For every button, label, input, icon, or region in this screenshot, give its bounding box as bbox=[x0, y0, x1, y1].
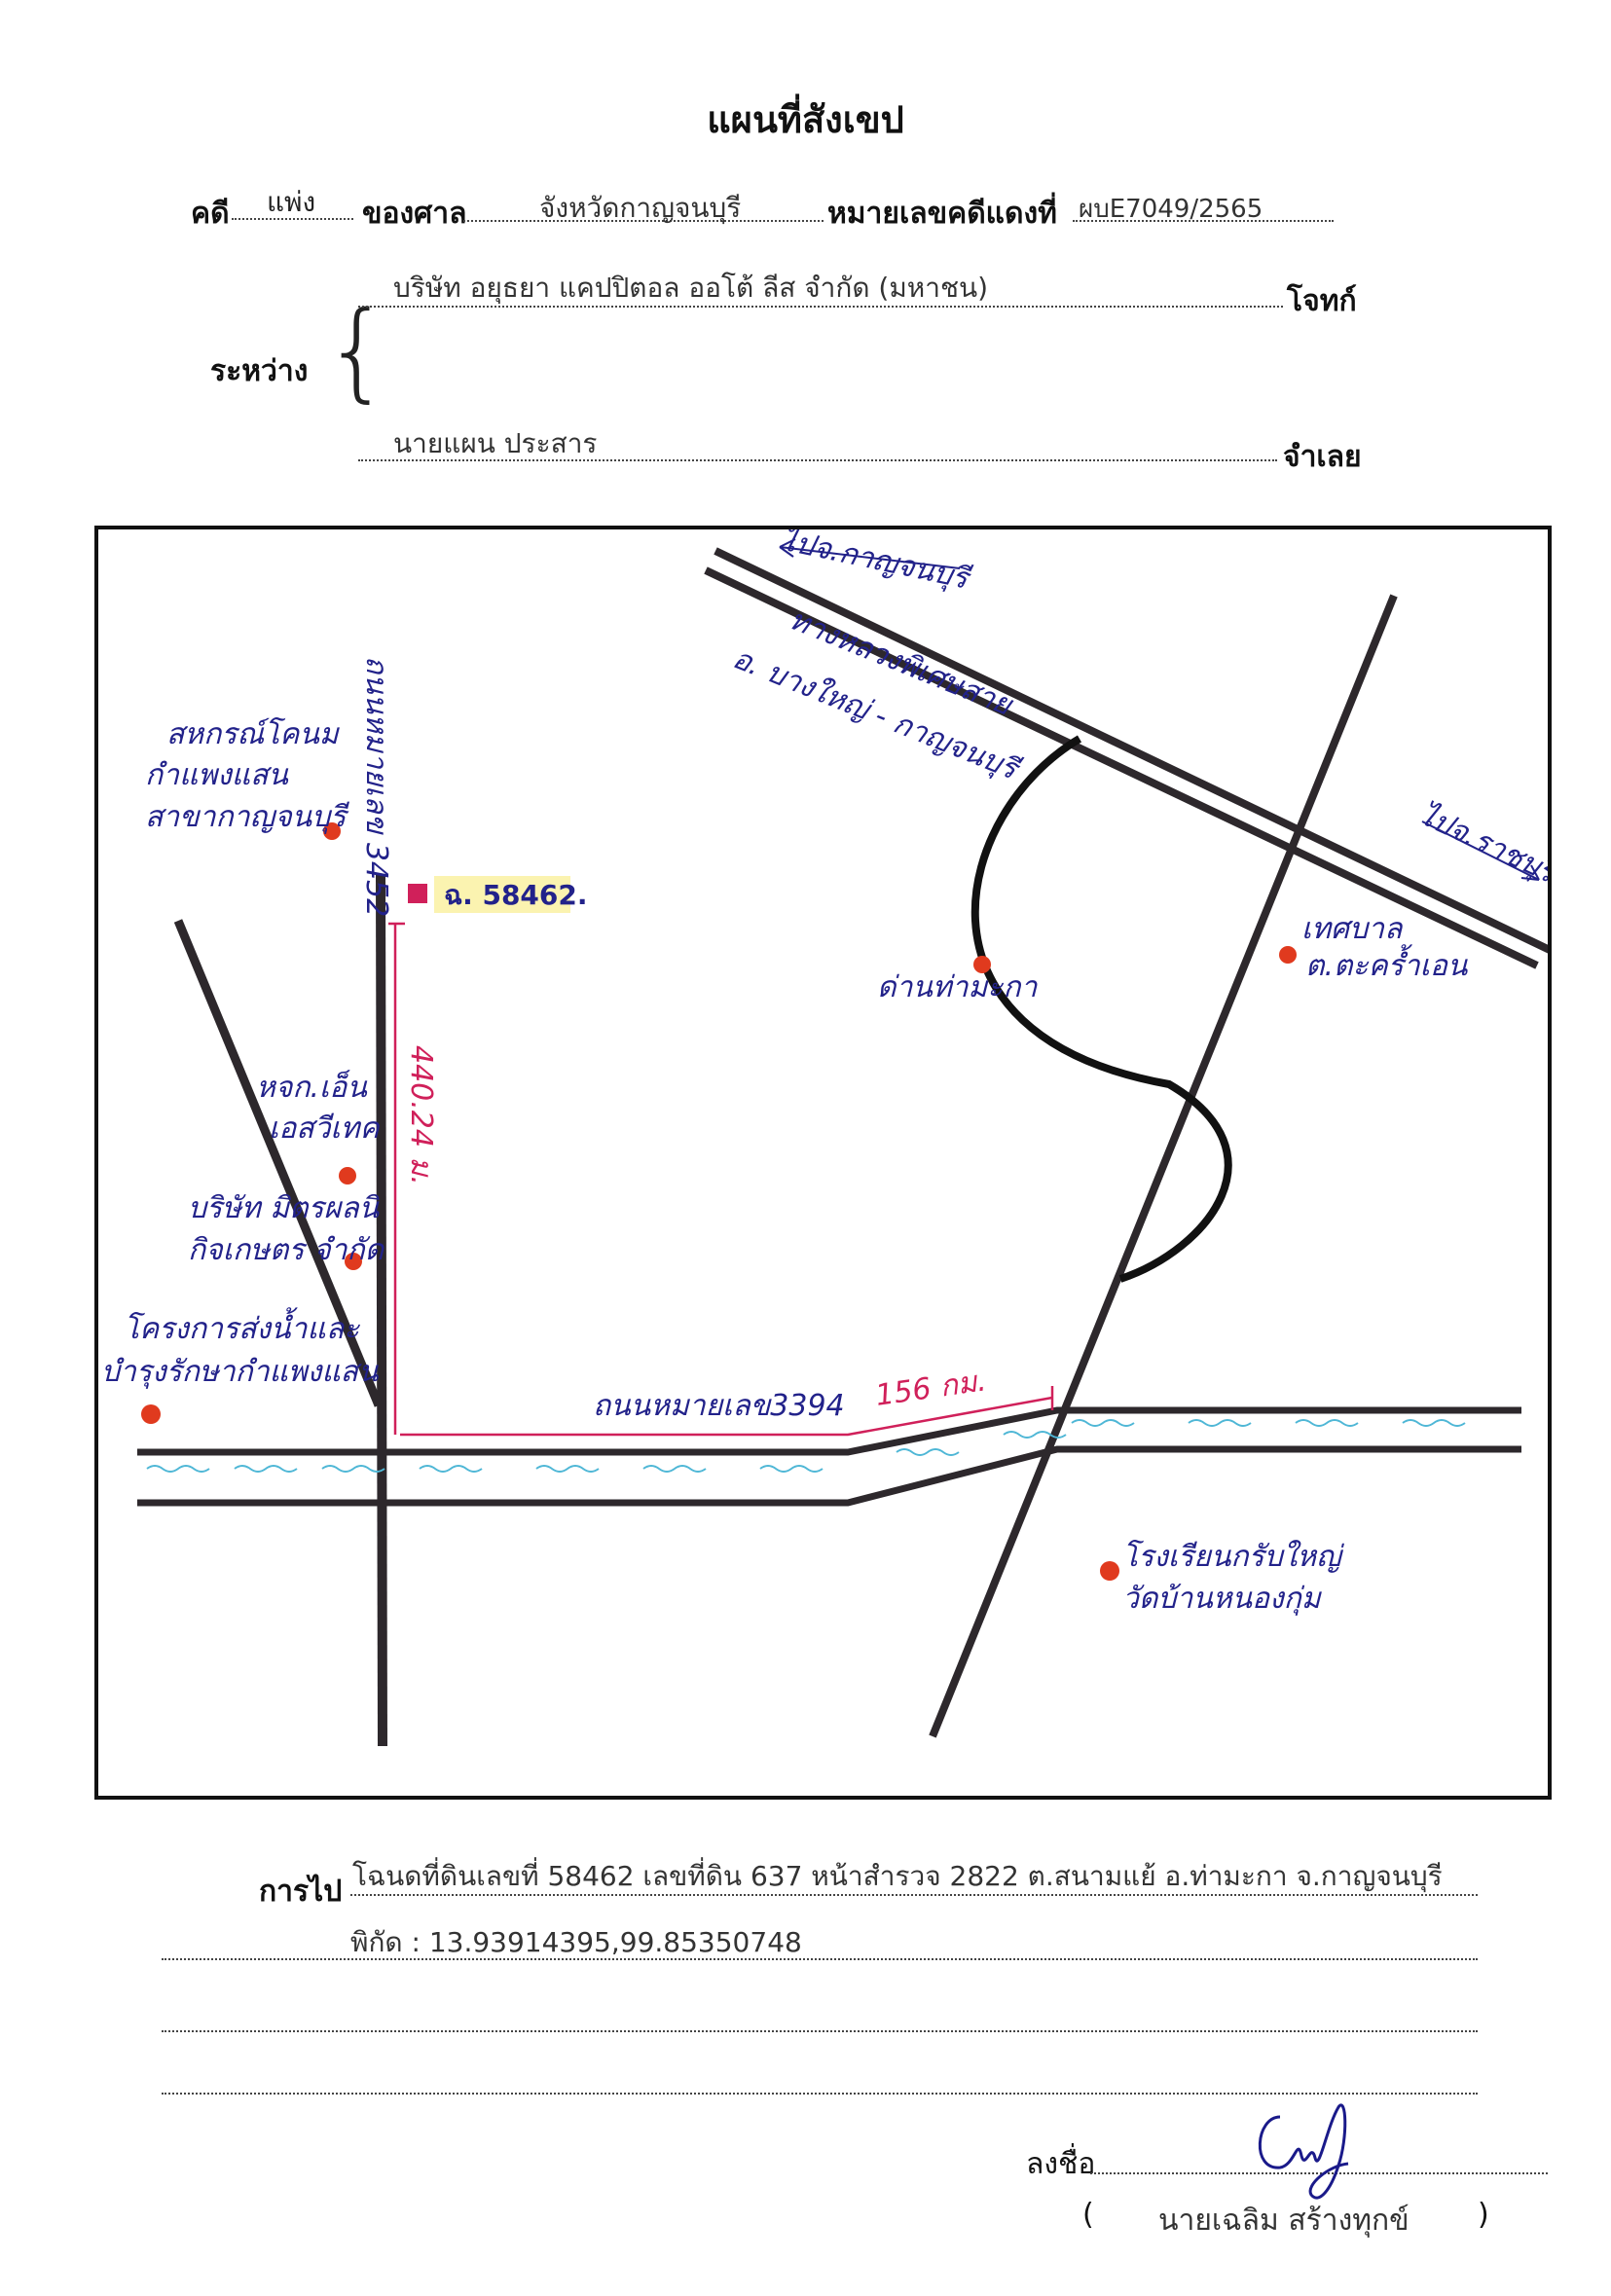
defendant-name: นายแผน ประสาร bbox=[393, 427, 598, 459]
case-type: แพ่ง bbox=[267, 186, 316, 218]
company-label-2: กิจเกษตร จำกัด bbox=[188, 1233, 385, 1267]
directions-field: โฉนดที่ดินเลขที่ 58462 เลขที่ดิน 637 หน้… bbox=[350, 1851, 1478, 1896]
red-case-label: หมายเลขคดีแดงที่ bbox=[827, 197, 1057, 231]
signed-label: ลงชื่อ bbox=[1026, 2147, 1096, 2181]
direction-arrows bbox=[779, 538, 1540, 881]
checkpoint-label: ด่านท่ามะกา bbox=[877, 970, 1039, 1004]
paren-close: ) bbox=[1478, 2198, 1489, 2232]
plaintiff-name: บริษัท อยุธยา แคปปิตอล ออโต้ ลีส จำกัด (… bbox=[393, 272, 989, 304]
to-ratchaburi-label: ไปจ.ราชบุรี bbox=[1414, 798, 1548, 893]
shop-label-2: เอสวีเทค bbox=[269, 1112, 381, 1146]
company-marker bbox=[345, 1253, 362, 1270]
case-type-field: แพ่ง bbox=[232, 185, 353, 220]
road-3452-label: ถนนหมายเลข 3452 bbox=[359, 656, 393, 917]
coords-field: พิกัด : 13.93914395,99.85350748 bbox=[162, 1919, 1478, 1960]
curly-brace: { bbox=[323, 288, 391, 413]
directions-text: โฉนดที่ดินเลขที่ 58462 เลขที่ดิน 637 หน้… bbox=[352, 1860, 1443, 1892]
page-title: แผนที่สังเขป bbox=[707, 98, 904, 141]
project-label-2: บำรุงรักษากำแพงแสน bbox=[101, 1355, 380, 1389]
project-marker bbox=[141, 1404, 161, 1424]
loop-road bbox=[970, 735, 1232, 1283]
distance-markers bbox=[388, 922, 1054, 1437]
plaintiff-field: บริษัท อยุธยา แคปปิตอล ออโต้ ลีส จำกัด (… bbox=[358, 265, 1283, 308]
paren-open: ( bbox=[1082, 2198, 1094, 2232]
sketch-map: ไปจ.กาญจนบุรี ทางหลวงพิเศษสาย อ. บางใหญ่… bbox=[94, 524, 1564, 1800]
location-markers bbox=[141, 822, 1297, 1581]
court-name: จังหวัดกาญจนบุรี bbox=[539, 192, 742, 224]
coop-label-1: สหกรณ์โคนม bbox=[166, 716, 341, 751]
defendant-role: จำเลย bbox=[1283, 440, 1362, 474]
road-3394-line bbox=[137, 1406, 1521, 1507]
shop-marker bbox=[339, 1167, 356, 1184]
court-label: ของศาล bbox=[362, 197, 467, 231]
blank-line-2 bbox=[162, 2054, 1478, 2095]
case-label: คดี bbox=[191, 197, 230, 231]
company-label-1: บริษัท มิตรผลนิ bbox=[188, 1191, 381, 1225]
red-case-no-field: ผบE7049/2565 bbox=[1073, 185, 1334, 224]
coop-label-2: กำแพงแสน bbox=[145, 758, 289, 792]
project-label-1: โครงการส่งน้ำและ bbox=[124, 1307, 360, 1346]
left-diagonal-road bbox=[173, 919, 384, 1407]
directions-label: การไป bbox=[259, 1875, 343, 1909]
signature-mark bbox=[1258, 2103, 1349, 2200]
municipality-label-2: ต.ตะคร้ำเอน bbox=[1305, 944, 1469, 983]
shop-label-1: หจก.เอ็น bbox=[256, 1070, 368, 1105]
school-label-2: วัดบ้านหนองกุ่ม bbox=[1122, 1582, 1323, 1616]
road-3394-label: ถนนหมายเลข3394 bbox=[593, 1389, 845, 1423]
defendant-field: นายแผน ประสาร bbox=[358, 419, 1277, 461]
map-canvas: ไปจ.กาญจนบุรี ทางหลวงพิเศษสาย อ. บางใหญ่… bbox=[101, 524, 1564, 1747]
school-marker bbox=[1100, 1561, 1119, 1581]
coop-marker bbox=[323, 822, 341, 840]
municipality-label-1: เทศบาล bbox=[1301, 912, 1404, 946]
municipality-marker bbox=[1279, 946, 1297, 964]
canal-water bbox=[146, 1419, 1466, 1473]
parcel-icon bbox=[408, 884, 427, 903]
highway-road bbox=[704, 547, 1552, 969]
signature-line bbox=[1090, 2132, 1548, 2174]
court-name-field: จังหวัดกาญจนบุรี bbox=[463, 185, 824, 224]
road-3452-line bbox=[376, 874, 387, 1747]
red-case-no: ผบE7049/2565 bbox=[1079, 195, 1263, 224]
distance-vertical-label: 440.24 ม. bbox=[404, 1045, 438, 1185]
parcel-highlight bbox=[434, 876, 570, 913]
coop-label-3: สาขากาญจนบุรี bbox=[145, 800, 349, 834]
school-label-1: โรงเรียนกรับใหญ่ bbox=[1122, 1539, 1345, 1574]
checkpoint-marker bbox=[973, 956, 991, 973]
diagonal-road bbox=[929, 594, 1398, 1738]
between-label: ระหว่าง bbox=[210, 354, 309, 388]
parcel-label: ฉ. 58462. bbox=[444, 879, 588, 911]
signer-name: นายเฉลิม สร้างทุกข์ bbox=[1158, 2204, 1410, 2238]
to-kanchanaburi-label: ไปจ.กาญจนบุรี bbox=[778, 529, 974, 597]
distance-horizontal-label: 156 กม. bbox=[873, 1364, 988, 1413]
blank-line-1 bbox=[162, 1991, 1478, 2032]
coords-text: พิกัด : 13.93914395,99.85350748 bbox=[350, 1926, 802, 1958]
plaintiff-role: โจทก์ bbox=[1287, 284, 1357, 318]
